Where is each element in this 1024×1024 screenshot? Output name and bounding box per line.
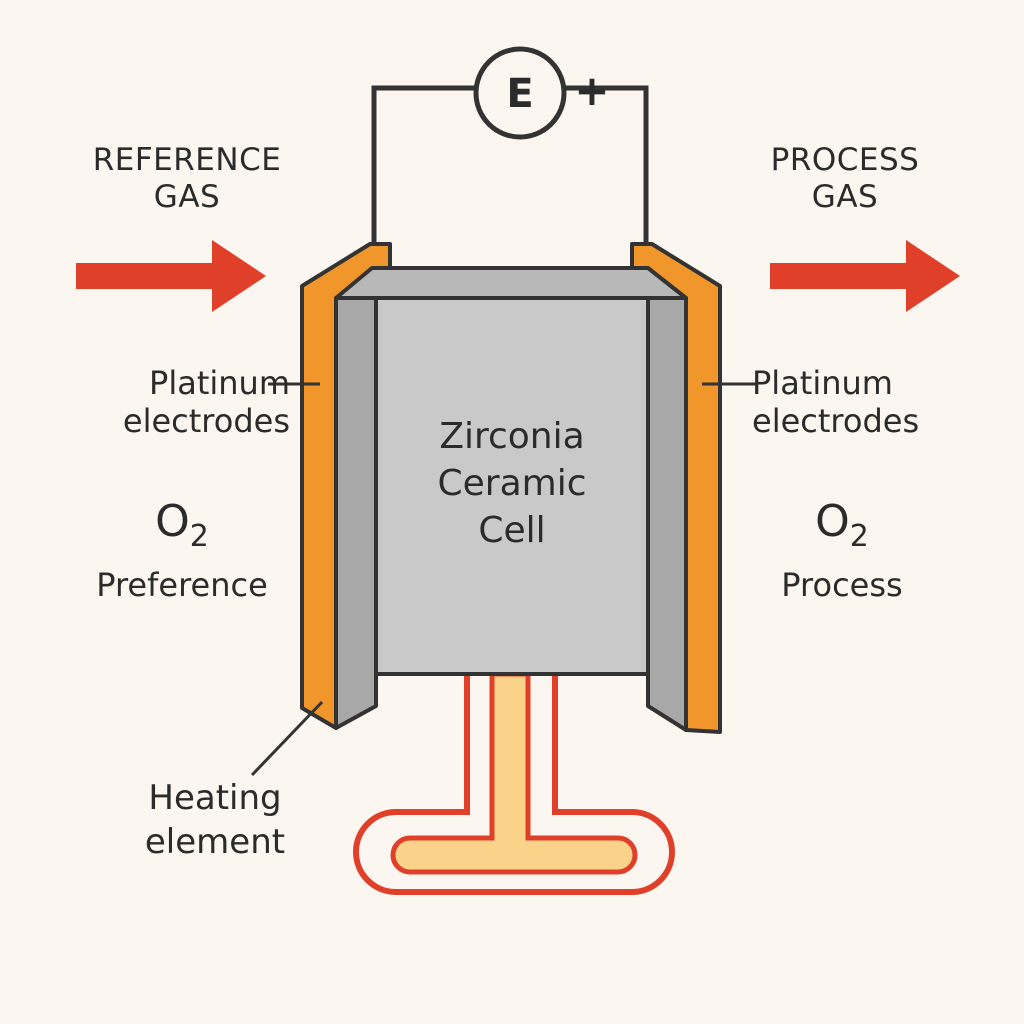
reference-o2-label: O2 Preference [62, 496, 302, 605]
reference-gas-label: REFERENCE GAS [92, 142, 282, 216]
heating-element-leader [250, 700, 324, 777]
right-wire [565, 85, 649, 246]
process-o2-name: Process [781, 566, 903, 604]
heating-element [353, 671, 675, 895]
cell-label: Zirconia Ceramic Cell [437, 416, 587, 551]
cell-right-wall [646, 296, 688, 732]
process-gas-arrow [770, 240, 960, 312]
right-electrode-label: Platinum electrodes [752, 364, 920, 441]
heater-core [390, 671, 638, 875]
left-electrode-label: Platinum electrodes [122, 364, 290, 441]
cell-top [334, 266, 688, 300]
process-gas-label: PROCESS GAS [770, 142, 920, 216]
voltmeter: E + [473, 46, 610, 140]
voltmeter-circle [473, 46, 567, 140]
circuit-wires [371, 85, 649, 246]
leader-lines [250, 382, 756, 777]
cell-front [374, 296, 650, 676]
heating-element-label: Heating element [144, 778, 286, 863]
process-o2-formula: O2 [815, 496, 869, 554]
reference-o2-formula: O2 [155, 496, 209, 554]
reference-o2-name: Preference [96, 566, 268, 604]
process-o2-label: O2 Process [732, 496, 952, 605]
reference-gas-arrow [76, 240, 266, 312]
cell-left-wall [334, 296, 378, 730]
voltmeter-polarity: + [574, 66, 609, 115]
left-wire [371, 85, 475, 246]
zirconia-ceramic-cell [334, 266, 688, 732]
voltmeter-letter: E [506, 71, 533, 117]
